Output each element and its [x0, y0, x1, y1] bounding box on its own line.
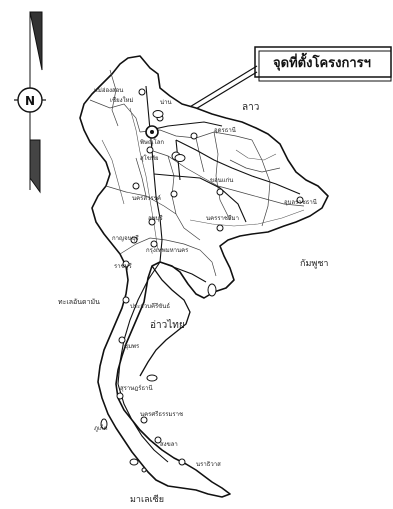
islands — [100, 283, 217, 473]
island-lanta — [129, 458, 139, 466]
label-malaysia: มาเลเซีย — [130, 494, 164, 505]
label-surat-thani: สุราษฎร์ธานี — [120, 384, 153, 392]
callout-label: จุดที่ตั้งโครงการฯ — [273, 52, 371, 71]
label-bangkok: กรุงเทพมหานคร — [146, 247, 189, 254]
callout-box — [254, 46, 392, 78]
label-nakhon-sawan: นครสวรรค์ — [132, 194, 161, 202]
label-nakhon-ratchasima: นครราชสีมา — [206, 214, 239, 222]
island-phuket — [100, 418, 108, 430]
label-ratchaburi: ราชบุรี — [114, 262, 132, 270]
island-chang — [207, 283, 217, 297]
town-markers — [116, 88, 304, 466]
label-ubon: อุบลราชธานี — [284, 198, 317, 206]
label-laos: ลาว — [242, 102, 259, 113]
north-arrow-lower — [29, 139, 41, 194]
label-songkhla: สงขลา — [160, 441, 178, 448]
label-nan: น่าน — [160, 99, 172, 106]
compass-letter: N — [25, 94, 35, 108]
label-chiang-mai: เชียงใหม่ — [110, 96, 133, 104]
route-markers — [152, 110, 186, 162]
gulf-coastline — [139, 265, 191, 377]
island-samui — [146, 374, 158, 382]
label-cambodia: กัมพูชา — [300, 259, 328, 269]
label-chumphon: ชุมพร — [124, 343, 140, 350]
label-udon-thani: อุดรธานี — [214, 126, 236, 134]
label-lop-buri: ลพบุรี — [148, 214, 163, 222]
label-mae-hong-son: แม่ฮ่องสอน — [94, 87, 123, 94]
north-arrow-upper — [29, 11, 43, 71]
label-nakhon-si: นครศรีธรรมราช — [140, 410, 183, 418]
label-narathiwat: นราธิวาส — [196, 461, 221, 468]
highway-network — [117, 85, 301, 463]
project-site-marker — [145, 125, 159, 139]
label-sukhothai: สุโขทัย — [140, 154, 158, 162]
label-phitsanulok: พิษณุโลก — [140, 138, 164, 146]
label-gulf-of-thailand: อ่าวไทย — [150, 319, 185, 331]
label-phuket: ภูเก็ต — [94, 423, 108, 432]
label-prachuap: ประจวบคีรีขันธ์ — [130, 302, 170, 310]
label-andaman-sea: ทะเลอันดามัน — [58, 298, 100, 306]
label-kanchanaburi: กาญจนบุรี — [112, 234, 140, 242]
callout-shadow — [258, 50, 392, 82]
project-location-callout: จุดที่ตั้งโครงการฯ — [151, 46, 392, 134]
label-khon-kaen: ขอนแก่น — [210, 177, 233, 184]
north-arrow: N — [14, 11, 46, 194]
